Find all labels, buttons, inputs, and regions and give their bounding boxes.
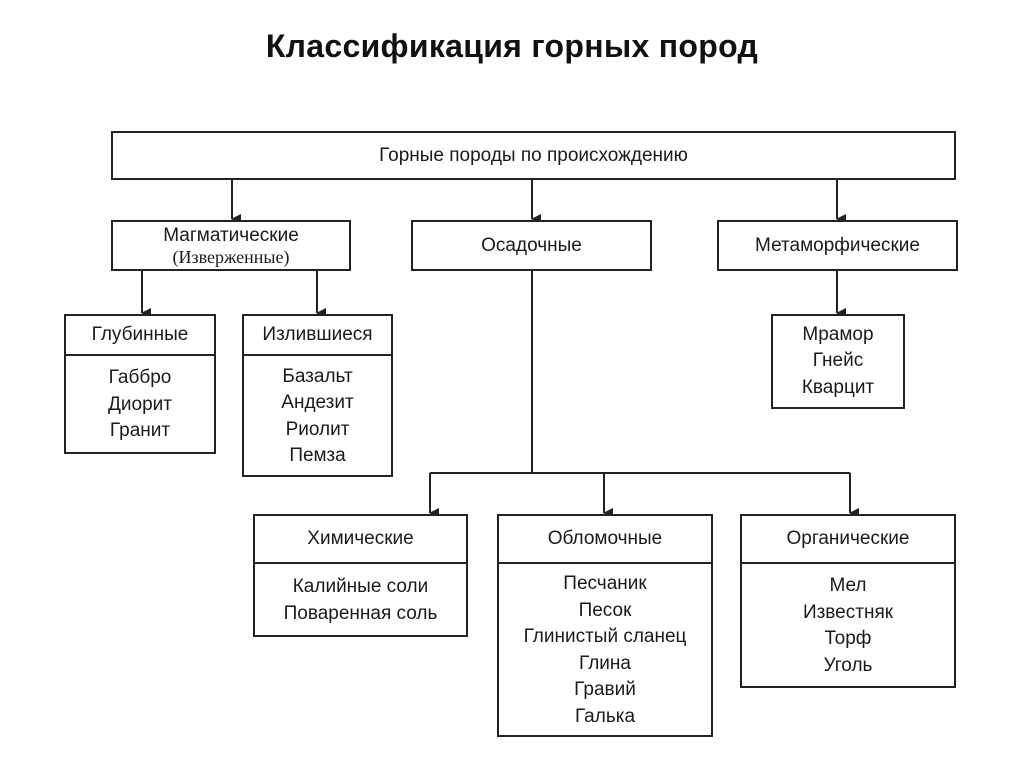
metamorphic-list: Мрамор Гнейс Кварцит [771,314,905,409]
effusive-list: Базальт Андезит Риолит Пемза [244,356,391,477]
organic-header: Органические [742,516,954,564]
rock-item: Риолит [285,418,350,440]
diagram-title: Классификация горных пород [265,28,759,64]
chemical-title: Химические [307,528,414,549]
rock-item: Гнейс [812,350,864,372]
magmatic-box: Магматические (Изверженные) [111,220,351,271]
rock-item: Базальт [282,365,353,387]
rock-item: Песок [578,599,632,621]
effusive-title: Излившиеся [262,324,373,345]
effusive-box: Излившиеся Базальт Андезит Риолит Пемза [242,314,393,477]
chemical-list: Калийные соли Поваренная соль [255,564,466,637]
clastic-box: Обломочные Песчаник Песок Глинистый слан… [497,514,713,737]
deep-list: Габбро Диорит Гранит [66,356,214,454]
metamorphic-box: Метаморфические [717,220,958,271]
rock-item: Торф [824,628,872,649]
rock-item: Галька [574,705,636,727]
clastic-header: Обломочные [499,516,711,564]
deep-box: Глубинные Габбро Диорит Гранит [64,314,216,454]
chemical-box: Химические Калийные соли Поваренная соль [253,514,468,637]
root-box: Горные породы по происхождению [111,131,956,180]
rock-item: Песчаник [563,573,647,594]
rock-item: Гранит [109,420,171,442]
rock-item: Мрамор [802,323,874,345]
rock-item: Глина [579,652,631,674]
root-label: Горные породы по происхождению [379,144,688,166]
clastic-title: Обломочные [547,528,663,549]
metamorphic-label: Метаморфические [755,234,920,256]
organic-box: Органические Мел Известняк Торф Уголь [740,514,956,688]
magmatic-label: Магматические [163,224,299,246]
deep-header: Глубинные [66,316,214,356]
rock-item: Поваренная соль [283,602,438,624]
rock-item: Мел [829,575,867,596]
magmatic-sublabel: (Изверженные) [172,246,290,267]
rock-item: Известняк [802,601,894,623]
rock-item: Глинистый сланец [523,626,687,647]
rock-item: Диорит [108,393,172,415]
organic-list: Мел Известняк Торф Уголь [742,564,954,688]
sedimentary-box: Осадочные [411,220,652,271]
rock-item: Калийные соли [292,576,429,597]
effusive-header: Излившиеся [244,316,391,356]
rock-item: Пемза [289,445,346,466]
rock-item: Андезит [281,392,354,413]
rock-item: Габбро [108,367,172,389]
chemical-header: Химические [255,516,466,564]
sedimentary-label: Осадочные [481,234,582,256]
deep-title: Глубинные [91,324,189,345]
organic-title: Органические [786,528,910,549]
clastic-list: Песчаник Песок Глинистый сланец Глина Гр… [499,564,711,737]
rock-item: Уголь [823,654,873,676]
rock-item: Гравий [574,679,636,700]
rock-item: Кварцит [801,376,875,398]
